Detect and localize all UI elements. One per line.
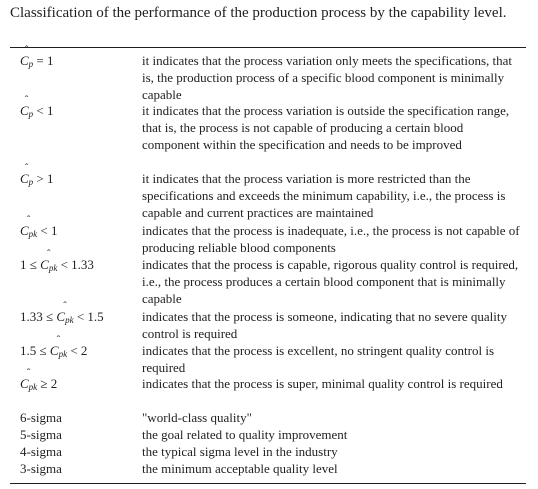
symbol-letter: C bbox=[40, 257, 49, 272]
condition-suffix: < 2 bbox=[67, 343, 88, 358]
condition-prefix: 1 ≤ bbox=[20, 257, 41, 272]
condition-cell: 6-sigma bbox=[20, 409, 138, 426]
table-caption: Classification of the performance of the… bbox=[10, 5, 507, 21]
condition-cell: 3-sigma bbox=[20, 460, 138, 477]
hat-accent-icon: ˆ bbox=[56, 334, 61, 346]
description-cell: it indicates that the process variation … bbox=[142, 103, 510, 152]
description-cell: indicates that the process is excellent,… bbox=[142, 343, 494, 375]
symbol-letter: C bbox=[49, 343, 59, 358]
description-cell: the minimum acceptable quality level bbox=[142, 461, 338, 476]
symbol-subscript: p bbox=[28, 177, 34, 187]
symbol-subscript: pk bbox=[28, 229, 38, 239]
symbol-letter: C bbox=[20, 223, 29, 238]
symbol-letter: C bbox=[20, 171, 29, 186]
hat-accent-icon: ˆ bbox=[46, 248, 51, 260]
hat-accent-icon: ˆ bbox=[63, 300, 67, 312]
condition-prefix: 6-sigma bbox=[20, 410, 62, 425]
symbol-subscript: pk bbox=[28, 382, 38, 392]
condition-cell: 5-sigma bbox=[20, 426, 138, 443]
condition-suffix: = 1 bbox=[33, 53, 54, 68]
bottom-rule bbox=[10, 483, 526, 484]
description-cell: indicates that the process is capable, r… bbox=[142, 257, 519, 306]
description-cell: the goal related to quality improvement bbox=[142, 427, 348, 442]
symbol-subscript: pk bbox=[48, 263, 58, 273]
condition-suffix: > 1 bbox=[33, 171, 54, 186]
description-cell: indicates that the process is super, min… bbox=[142, 376, 503, 391]
condition-suffix: ≥ 2 bbox=[37, 376, 58, 391]
condition-suffix: < 1 bbox=[37, 223, 58, 238]
description-cell: indicates that the process is someone, i… bbox=[142, 309, 507, 341]
description-cell: "world-class quality" bbox=[142, 410, 252, 425]
symbol-letter: C bbox=[56, 309, 66, 324]
hat-accent-icon: ˆ bbox=[24, 94, 29, 106]
condition-prefix: 1.5 ≤ bbox=[20, 343, 50, 358]
top-rule bbox=[10, 47, 526, 48]
description-cell: indicates that the process is inadequate… bbox=[142, 223, 520, 255]
hat-accent-icon: ˆ bbox=[26, 214, 31, 226]
condition-suffix: < 1 bbox=[33, 103, 54, 118]
hat-accent-icon: ˆ bbox=[26, 367, 31, 379]
hat-accent-icon: ˆ bbox=[24, 162, 29, 174]
condition-cell: 4-sigma bbox=[20, 443, 138, 460]
symbol-subscript: pk bbox=[58, 349, 68, 359]
condition-prefix: 5-sigma bbox=[20, 427, 62, 442]
symbol-letter: C bbox=[20, 53, 29, 68]
condition-prefix: 4-sigma bbox=[20, 444, 62, 459]
description-cell: it indicates that the process variation … bbox=[142, 53, 513, 102]
symbol-subscript: pk bbox=[65, 315, 74, 325]
description-cell: it indicates that the process variation … bbox=[142, 171, 506, 220]
condition-suffix: < 1.33 bbox=[57, 257, 94, 272]
condition-prefix: 1.33 ≤ bbox=[20, 309, 57, 324]
symbol-subscript: p bbox=[28, 109, 34, 119]
symbol-letter: C bbox=[20, 103, 29, 118]
condition-suffix: < 1.5 bbox=[73, 309, 104, 324]
description-cell: the typical sigma level in the industry bbox=[142, 444, 338, 459]
symbol-subscript: p bbox=[28, 59, 34, 69]
hat-accent-icon: ˆ bbox=[24, 44, 29, 56]
condition-prefix: 3-sigma bbox=[20, 461, 62, 476]
symbol-letter: C bbox=[20, 376, 29, 391]
